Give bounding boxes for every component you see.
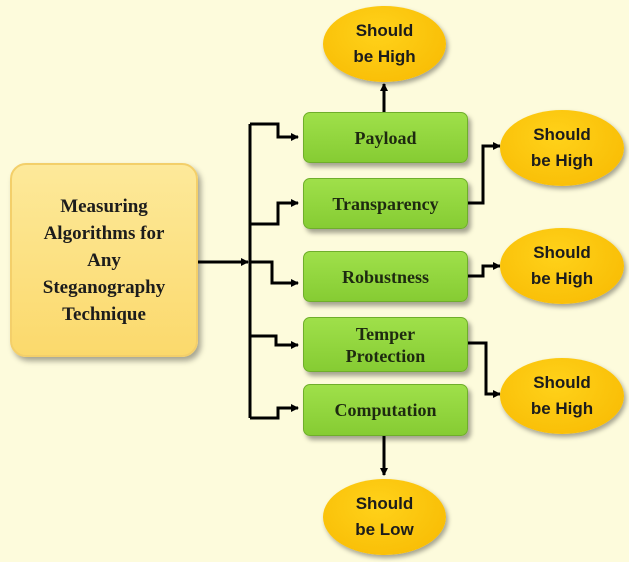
- metric-temper-protection-label: Temper Protection: [345, 323, 426, 366]
- metric-robustness-label: Robustness: [341, 266, 430, 287]
- source-box: Measuring Algorithms for Any Steganograp…: [10, 163, 198, 357]
- metric-computation: Computation: [303, 384, 468, 436]
- outcome-computation: Should be Low: [323, 479, 446, 555]
- outcome-temper-protection: Should be High: [500, 358, 624, 434]
- outcome-robustness: Should be High: [500, 228, 624, 304]
- metric-transparency: Transparency: [303, 178, 468, 229]
- metric-temper-protection: Temper Protection: [303, 317, 468, 372]
- outcome-payload: Should be High: [323, 6, 446, 82]
- connector-transparency-out: [468, 142, 501, 205]
- connector-bus-payload: [250, 122, 299, 141]
- metric-payload: Payload: [303, 112, 468, 163]
- outcome-payload-label: Should be High: [353, 21, 416, 66]
- metric-payload-label: Payload: [354, 127, 417, 148]
- outcome-computation-label: Should be Low: [355, 494, 414, 539]
- metric-robustness: Robustness: [303, 251, 468, 302]
- outcome-transparency: Should be High: [500, 110, 624, 186]
- metric-computation-label: Computation: [334, 400, 437, 420]
- connector-bus-transparency: [250, 199, 299, 226]
- connector-bus-temper: [250, 334, 299, 349]
- outcome-transparency-label: Should be High: [530, 125, 594, 170]
- connector-bus-robustness: [250, 260, 299, 287]
- outcome-temper-protection-label: Should be High: [530, 373, 594, 418]
- source-label: Measuring Algorithms for Any Steganograp…: [42, 195, 166, 325]
- outcome-robustness-label: Should be High: [530, 243, 594, 288]
- connector-bus-computation: [250, 404, 299, 420]
- metric-transparency-label: Transparency: [332, 193, 439, 214]
- connector-temper-out: [468, 341, 501, 398]
- connector-robustness-out: [468, 262, 501, 278]
